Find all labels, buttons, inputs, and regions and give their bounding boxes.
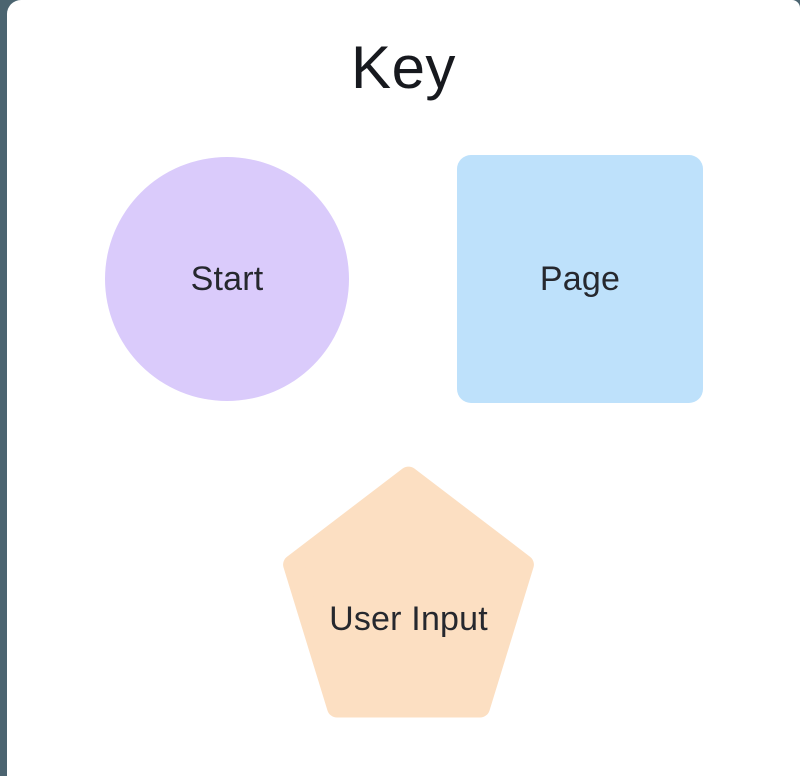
pentagon-shape-icon xyxy=(283,466,534,718)
legend-node-page: Page xyxy=(457,155,703,403)
legend-node-start: Start xyxy=(105,157,349,401)
legend-node-user-input-label: User Input xyxy=(329,600,488,638)
legend-node-start-label: Start xyxy=(190,259,264,298)
page-title: Key xyxy=(351,34,456,101)
legend-node-page-label: Page xyxy=(539,259,621,298)
pentagon-polygon xyxy=(283,466,534,718)
key-canvas: Key Start Page User Input xyxy=(7,0,800,776)
legend-node-user-input: User Input xyxy=(283,465,534,718)
